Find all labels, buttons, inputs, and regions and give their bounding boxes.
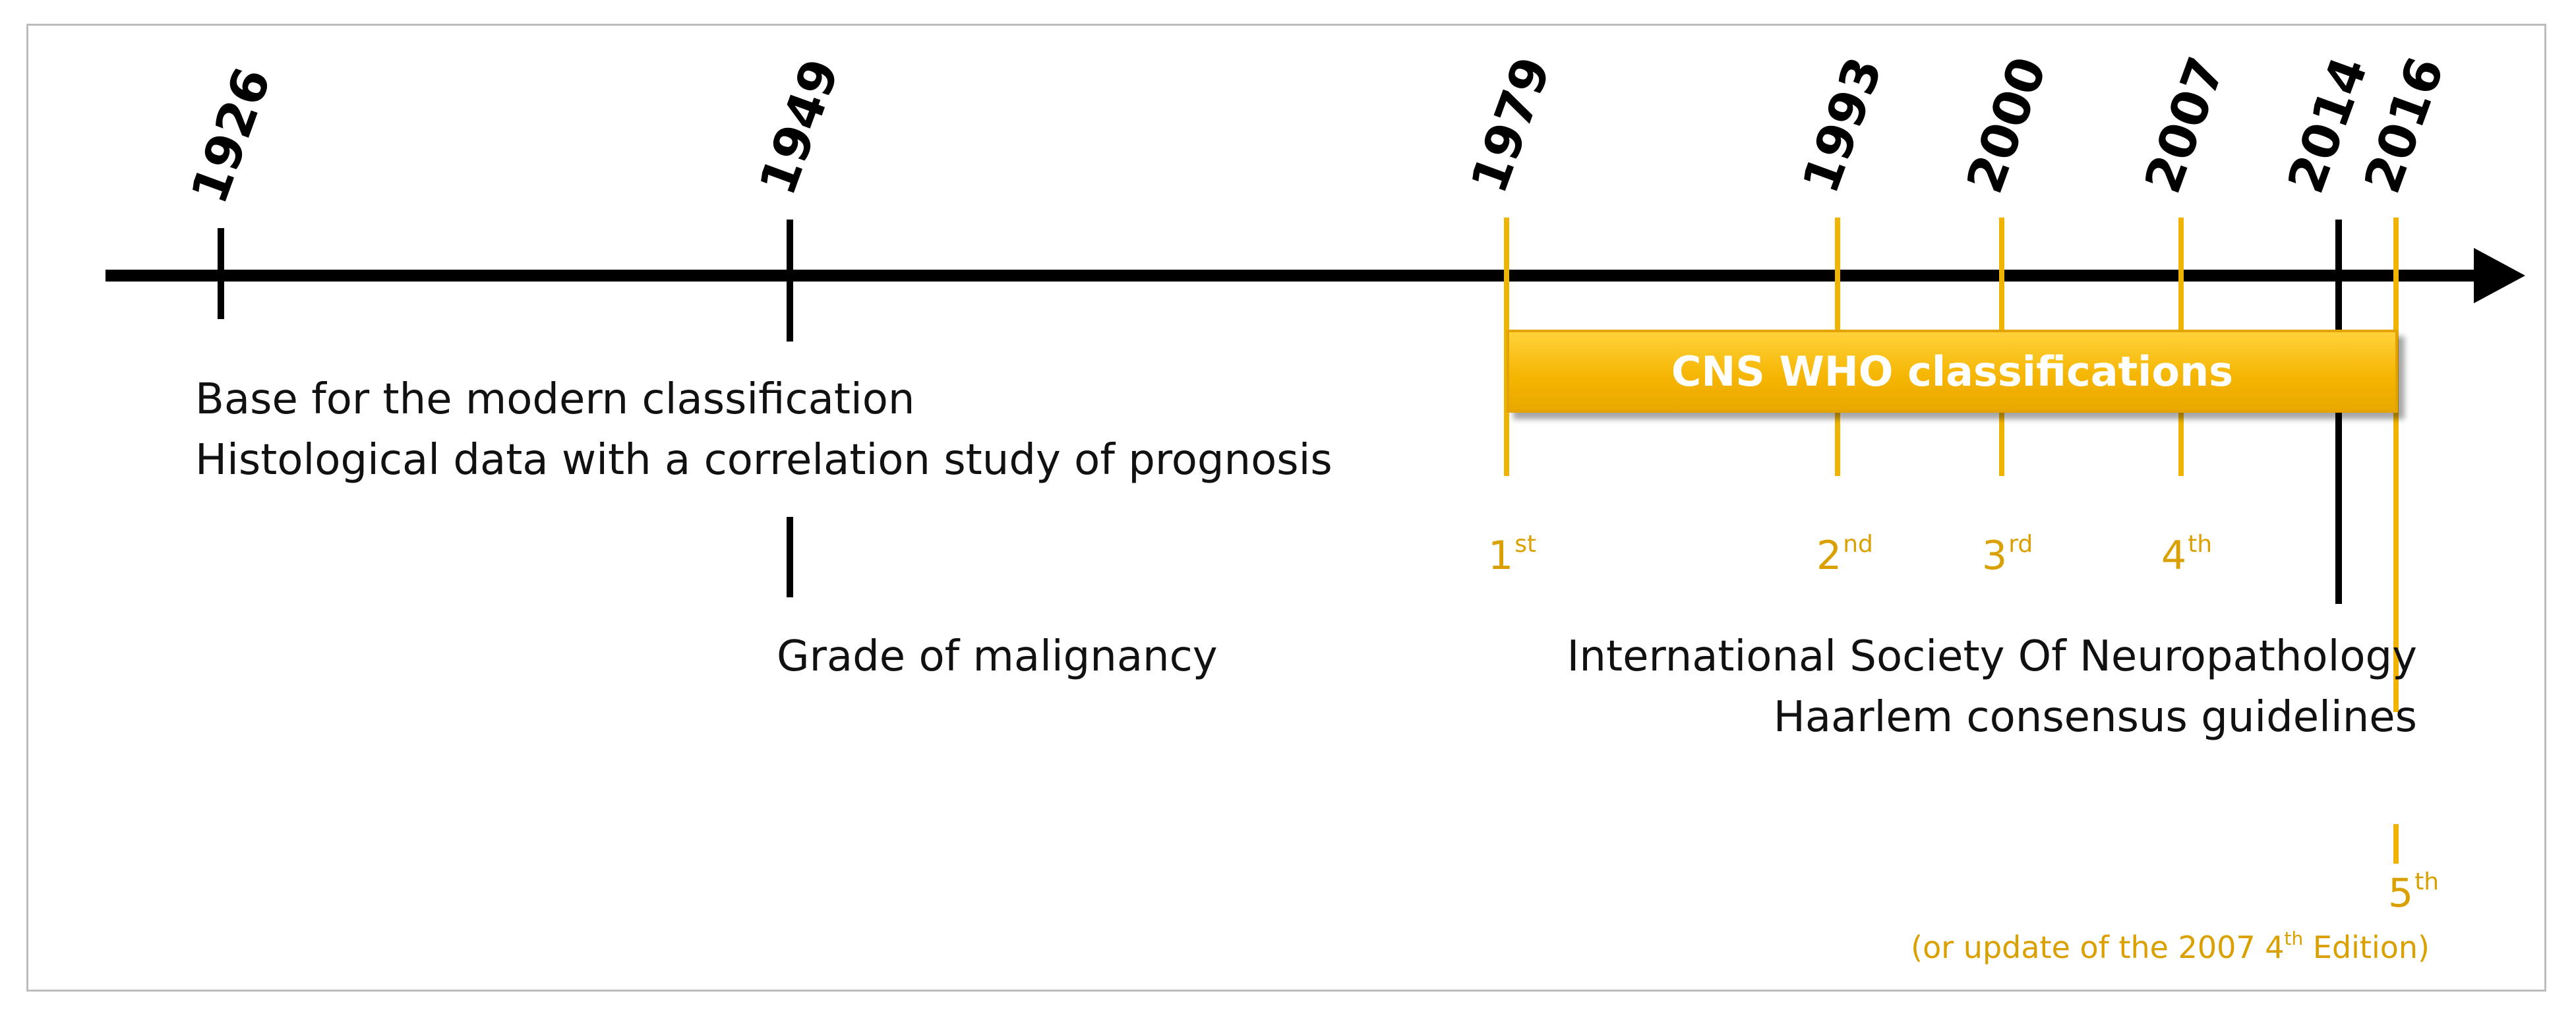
edition-number: 5 (2388, 870, 2414, 916)
edition-4th: 4th (2161, 533, 2212, 576)
update-note-sup: th (2284, 928, 2304, 949)
edition-number: 3 (1982, 533, 2008, 579)
edition-3rd: 3rd (1982, 533, 2033, 576)
edition-suffix: nd (1843, 531, 1873, 558)
event-grade-malignancy: Grade of malignancy (777, 632, 1218, 681)
edition-suffix: th (2414, 868, 2440, 895)
who-classifications-banner: CNS WHO classifications (1507, 330, 2398, 413)
edition-suffix: st (1514, 531, 1537, 558)
edition-number: 2 (1816, 533, 1842, 579)
update-note-after: Edition) (2303, 930, 2430, 965)
event-histological: Histological data with a correlation stu… (195, 436, 1333, 485)
edition-number: 4 (2161, 533, 2187, 579)
update-note: (or update of the 2007 4th Edition) (1911, 930, 2430, 963)
edition-suffix: th (2188, 531, 2213, 558)
banner-label: CNS WHO classifications (1671, 347, 2234, 396)
edition-1st: 1st (1488, 533, 1536, 576)
timeline-arrowhead (2474, 248, 2525, 303)
event-isn: International Society Of Neuropathology (1567, 632, 2417, 681)
figure-frame (26, 24, 2546, 992)
edition-5th: 5th (2388, 868, 2440, 916)
edition-2nd: 2nd (1816, 533, 1873, 576)
edition-number: 1 (1488, 533, 1514, 579)
event-base-modern: Base for the modern classification (195, 375, 915, 424)
update-note-before: (or update of the 2007 4 (1911, 930, 2285, 965)
edition-suffix: rd (2008, 531, 2033, 558)
event-haarlem: Haarlem consensus guidelines (1773, 693, 2417, 742)
